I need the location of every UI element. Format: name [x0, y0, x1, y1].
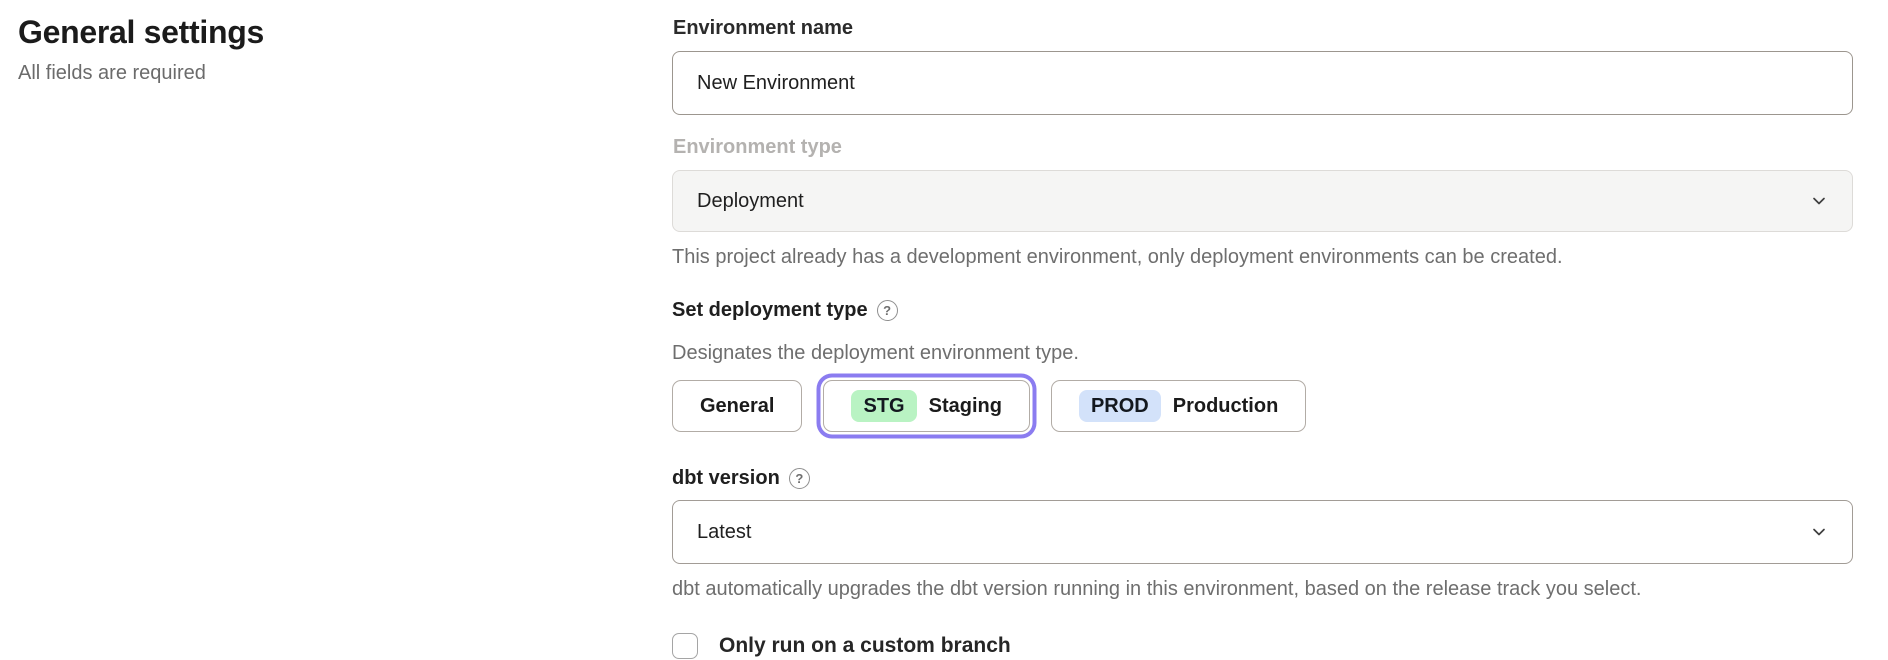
custom-branch-label[interactable]: Only run on a custom branch — [719, 634, 1011, 657]
environment-name-label: Environment name — [673, 17, 854, 39]
environment-type-helper: This project already has a development e… — [672, 246, 1563, 268]
environment-type-select: Deployment — [672, 170, 1853, 232]
circle-question-icon[interactable]: ? — [788, 467, 810, 489]
general-settings-form: Environment name Environment type Deploy… — [672, 16, 1853, 659]
deployment-type-heading-label: Set deployment type — [672, 299, 868, 321]
deployment-type-option-staging[interactable]: STG Staging — [823, 380, 1030, 432]
dbt-version-heading-label: dbt version — [672, 467, 780, 489]
deployment-type-option-production[interactable]: PROD Production — [1050, 380, 1307, 432]
staging-badge: STG — [851, 390, 917, 422]
deployment-type-options: General STG Staging PROD Production — [672, 380, 1853, 432]
deployment-type-option-general-label: General — [700, 394, 775, 417]
deployment-type-option-general[interactable]: General — [672, 380, 803, 432]
environment-type-value: Deployment — [697, 189, 804, 212]
page-title: General settings — [18, 14, 264, 50]
deployment-type-heading: Set deployment type ? — [672, 297, 1853, 323]
environment-name-input[interactable] — [672, 51, 1853, 115]
dbt-version-helper: dbt automatically upgrades the dbt versi… — [672, 578, 1642, 600]
settings-intro: General settings All fields are required — [18, 12, 578, 86]
chevron-down-icon — [1808, 521, 1830, 543]
deployment-type-option-staging-label: Staging — [928, 394, 1002, 417]
deployment-type-helper: Designates the deployment environment ty… — [672, 342, 1079, 364]
deployment-type-option-production-label: Production — [1172, 394, 1279, 417]
environment-type-label: Environment type — [673, 136, 842, 158]
production-badge: PROD — [1078, 390, 1161, 422]
circle-question-icon[interactable]: ? — [876, 299, 898, 321]
chevron-down-icon — [1808, 190, 1830, 212]
dbt-version-heading: dbt version ? — [672, 465, 1853, 491]
dbt-version-select[interactable]: Latest — [672, 500, 1853, 564]
page-subtitle: All fields are required — [18, 62, 206, 84]
dbt-version-value: Latest — [697, 520, 752, 543]
custom-branch-checkbox[interactable] — [672, 633, 698, 659]
custom-branch-row: Only run on a custom branch — [672, 633, 1853, 659]
